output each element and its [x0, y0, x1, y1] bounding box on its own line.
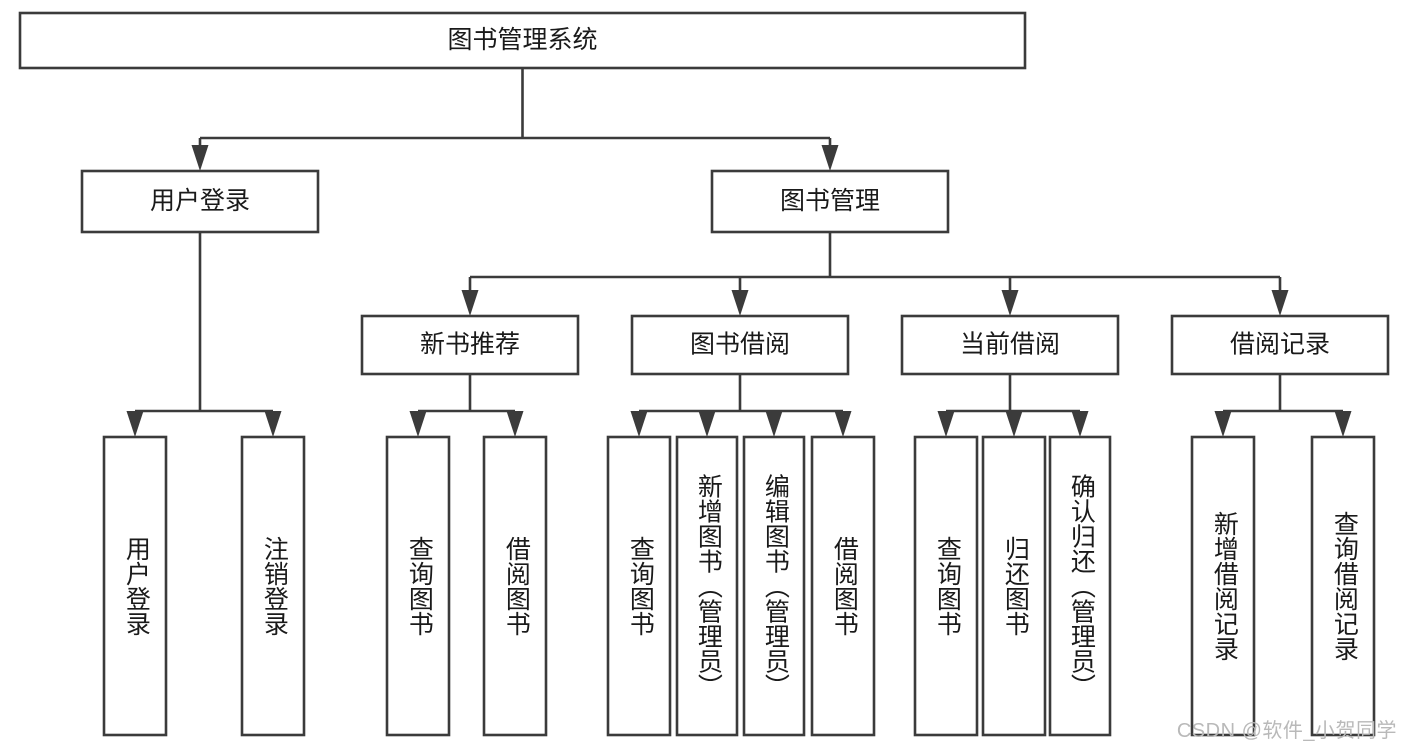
- node-layer: 图书管理系统用户登录图书管理新书推荐图书借阅当前借阅借阅记录用户登录注销登录查询…: [18, 11, 1390, 737]
- node-box: [18, 11, 1027, 70]
- node-leaf-add-borrow-record[interactable]: 新增借阅记录: [1190, 435, 1256, 737]
- arrow-head-icon: [126, 411, 144, 437]
- node-book-manage[interactable]: 图书管理: [710, 169, 950, 234]
- arrow-head-icon: [506, 411, 524, 437]
- node-label: 图书管理系统: [447, 26, 597, 54]
- node-label: 查询图书: [405, 536, 434, 636]
- node-leaf-borrow-book-2[interactable]: 借阅图书: [810, 435, 876, 737]
- node-box: [710, 169, 950, 234]
- arrow-head-icon: [1334, 411, 1352, 437]
- node-box: [810, 435, 876, 737]
- arrow-head-icon: [834, 411, 852, 437]
- arrow-head-icon: [765, 411, 783, 437]
- node-root[interactable]: 图书管理系统: [18, 11, 1027, 70]
- arrow-head-icon: [630, 411, 648, 437]
- node-box: [240, 435, 306, 737]
- node-label: 用户登录: [150, 187, 250, 215]
- node-box: [900, 314, 1120, 376]
- arrow-head-icon: [821, 145, 839, 171]
- node-leaf-query-borrow-record[interactable]: 查询借阅记录: [1310, 435, 1376, 737]
- node-leaf-logout-login[interactable]: 注销登录: [240, 435, 306, 737]
- node-box: [981, 435, 1047, 737]
- node-leaf-user-login[interactable]: 用户登录: [102, 435, 168, 737]
- node-box: [385, 435, 451, 737]
- node-box: [80, 169, 320, 234]
- node-label: 新增借阅记录: [1210, 511, 1239, 661]
- node-label: 借阅图书: [830, 536, 859, 636]
- arrow-head-icon: [698, 411, 716, 437]
- node-label: 用户登录: [122, 536, 151, 636]
- node-current-borrow[interactable]: 当前借阅: [900, 314, 1120, 376]
- node-leaf-edit-book-admin[interactable]: 编辑图书（管理员）: [742, 435, 806, 737]
- node-label: 图书借阅: [690, 331, 790, 359]
- node-label: 新书推荐: [420, 331, 520, 359]
- node-box: [630, 314, 850, 376]
- node-book-borrow[interactable]: 图书借阅: [630, 314, 850, 376]
- node-box: [913, 435, 979, 737]
- node-leaf-query-book-3[interactable]: 查询图书: [913, 435, 979, 737]
- node-box: [675, 435, 739, 737]
- arrow-head-icon: [1214, 411, 1232, 437]
- arrow-head-icon: [461, 290, 479, 316]
- node-leaf-query-book-2[interactable]: 查询图书: [606, 435, 672, 737]
- arrow-head-icon: [191, 145, 209, 171]
- node-leaf-query-book-1[interactable]: 查询图书: [385, 435, 451, 737]
- arrow-head-icon: [1001, 290, 1019, 316]
- arrow-head-icon: [1005, 411, 1023, 437]
- node-label: 查询图书: [626, 536, 655, 636]
- node-box: [1190, 435, 1256, 737]
- node-label: 借阅图书: [502, 536, 531, 636]
- node-borrow-record[interactable]: 借阅记录: [1170, 314, 1390, 376]
- node-label: 查询图书: [933, 536, 962, 636]
- node-label: 确认归还（管理员）: [1067, 474, 1096, 699]
- node-user-login[interactable]: 用户登录: [80, 169, 320, 234]
- arrow-head-icon: [1071, 411, 1089, 437]
- node-label: 注销登录: [260, 536, 289, 636]
- node-box: [1048, 435, 1112, 737]
- node-leaf-borrow-book-1[interactable]: 借阅图书: [482, 435, 548, 737]
- node-leaf-add-book-admin[interactable]: 新增图书（管理员）: [675, 435, 739, 737]
- node-label: 新增图书（管理员）: [694, 474, 723, 699]
- node-label: 图书管理: [780, 187, 880, 215]
- node-label: 编辑图书（管理员）: [761, 474, 790, 699]
- arrow-head-icon: [1271, 290, 1289, 316]
- node-label: 归还图书: [1001, 536, 1030, 636]
- arrow-head-icon: [731, 290, 749, 316]
- node-label: 当前借阅: [960, 331, 1060, 359]
- node-box: [482, 435, 548, 737]
- csdn-watermark: CSDN @软件_小贺同学: [1176, 720, 1397, 742]
- node-leaf-return-book[interactable]: 归还图书: [981, 435, 1047, 737]
- connector-layer: [126, 68, 1352, 437]
- node-label: 查询借阅记录: [1330, 511, 1359, 661]
- node-leaf-confirm-return-admin[interactable]: 确认归还（管理员）: [1048, 435, 1112, 737]
- node-box: [742, 435, 806, 737]
- arrow-head-icon: [409, 411, 427, 437]
- node-label: 借阅记录: [1230, 331, 1330, 359]
- node-box: [102, 435, 168, 737]
- arrow-head-icon: [937, 411, 955, 437]
- node-box: [1310, 435, 1376, 737]
- arrow-head-icon: [264, 411, 282, 437]
- node-new-book-recommend[interactable]: 新书推荐: [360, 314, 580, 376]
- node-box: [360, 314, 580, 376]
- node-box: [606, 435, 672, 737]
- node-box: [1170, 314, 1390, 376]
